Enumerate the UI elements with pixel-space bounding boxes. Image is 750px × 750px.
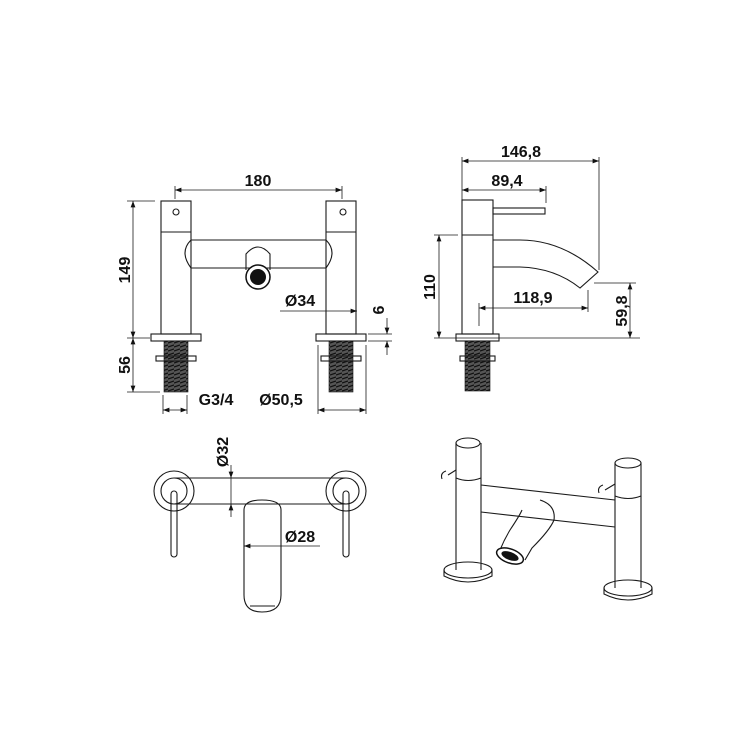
indicator-dot: [172, 208, 180, 216]
thread-shank: [163, 340, 189, 393]
dim-pillar-diameter: Ø34: [285, 293, 315, 310]
front-view: 180 149 56 Ø34 6 G3/4 Ø50,5: [117, 173, 392, 414]
dim-width: 180: [245, 173, 272, 190]
spout-aerator: [250, 269, 266, 285]
dim-flange-diameter: Ø50,5: [259, 392, 303, 409]
thread-shank: [328, 340, 354, 393]
persp-lever-left: [440, 469, 457, 480]
persp-spout: [499, 499, 555, 561]
right-pillar: [325, 200, 357, 335]
top-lever: [342, 490, 350, 558]
side-spout: [493, 239, 599, 289]
top-crossbar: [174, 477, 346, 505]
nut: [320, 355, 362, 362]
top-lever: [170, 490, 178, 558]
dim-handle-diameter: Ø32: [215, 437, 232, 467]
spout: [245, 246, 271, 270]
indicator-dot: [339, 208, 347, 216]
top-spout: [243, 499, 282, 613]
lever: [492, 207, 546, 215]
flange: [150, 333, 202, 342]
left-pillar: [160, 200, 192, 335]
top-view: Ø32 Ø28: [153, 437, 367, 613]
dim-outlet-height: 59,8: [614, 295, 631, 326]
persp-left-pillar: [455, 443, 482, 570]
dim-lever-depth: 89,4: [491, 173, 522, 190]
side-view: 146,8 89,4 110 118,9 59,8: [422, 144, 640, 392]
dim-thread-length: 56: [117, 356, 134, 374]
dim-height: 149: [117, 257, 134, 284]
crossbar: [184, 239, 333, 269]
dim-flange-thickness: 6: [371, 305, 388, 314]
persp-right-pillar: [614, 463, 642, 588]
dim-total-depth: 146,8: [501, 144, 541, 161]
dim-spout-diameter: Ø28: [285, 529, 315, 546]
nut: [155, 355, 197, 362]
persp-lever-right: [597, 483, 616, 494]
dim-spout-reach: 118,9: [513, 290, 552, 307]
persp-crossbar: [480, 484, 616, 528]
perspective-view: [440, 437, 653, 601]
side-body: [461, 199, 494, 335]
dim-thread-size: G3/4: [199, 392, 234, 409]
flange: [315, 333, 367, 342]
dim-side-height: 110: [422, 274, 439, 300]
